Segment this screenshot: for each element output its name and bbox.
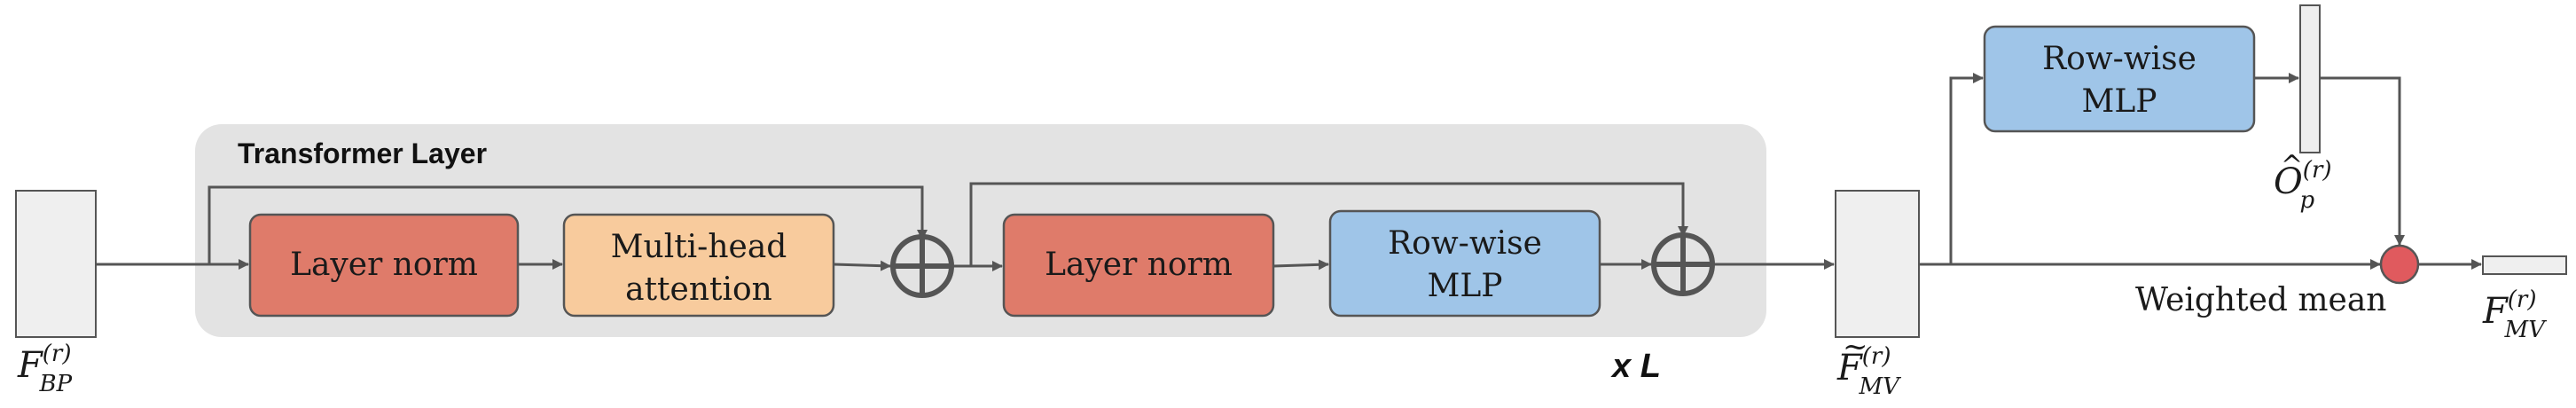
weighted-mean-icon [2379,244,2420,285]
repeat-label: x L [1610,348,1661,385]
multi-head-attention-label-line2: attention [625,271,772,308]
residual-connection-2 [969,182,1688,266]
output-weights-hat-mark: ^ [2281,150,2303,181]
layer-norm-2-label: Layer norm [1045,247,1233,283]
tensor-f-mv-tilde-label: F(r)MV [1836,343,1901,400]
add-icon [890,234,954,298]
output-weights-label: O(r)p [2274,157,2332,214]
rowwise-mlp-2-label-line1: Row-wise [2042,41,2196,77]
transformer-layer-title: Transformer Layer [238,137,487,169]
output-weights-o-p [2299,4,2321,153]
layer-norm-1-label: Layer norm [290,247,478,283]
arrow-mha-to-add-1 [833,260,891,271]
output-tensor-f-mv [2482,255,2567,275]
rowwise-mlp-2-label-line2: MLP [2082,83,2157,120]
branch-to-rowwise-mlp-2 [1949,73,1984,264]
residual-connection-1 [207,185,928,264]
output-tensor-label: F(r)MV [2482,286,2547,343]
input-tensor-label: F(r)BP [17,341,73,397]
input-tensor-f-bp [15,190,97,338]
tensor-f-mv-tilde [1835,190,1920,338]
tensor-f-mv-tilde-mark: ~ [1843,329,1868,365]
add-icon [1651,232,1715,296]
arrow-o-p-to-weighted-mean [2320,76,2405,246]
rowwise-mlp-1-label-line1: Row-wise [1388,225,1542,262]
arrow-ln2-to-mlp-1 [1272,259,1329,271]
rowwise-mlp-1-label-line2: MLP [1428,268,1503,304]
multi-head-attention-label-line1: Multi-head [611,229,787,265]
weighted-mean-label: Weighted mean [2135,282,2386,318]
